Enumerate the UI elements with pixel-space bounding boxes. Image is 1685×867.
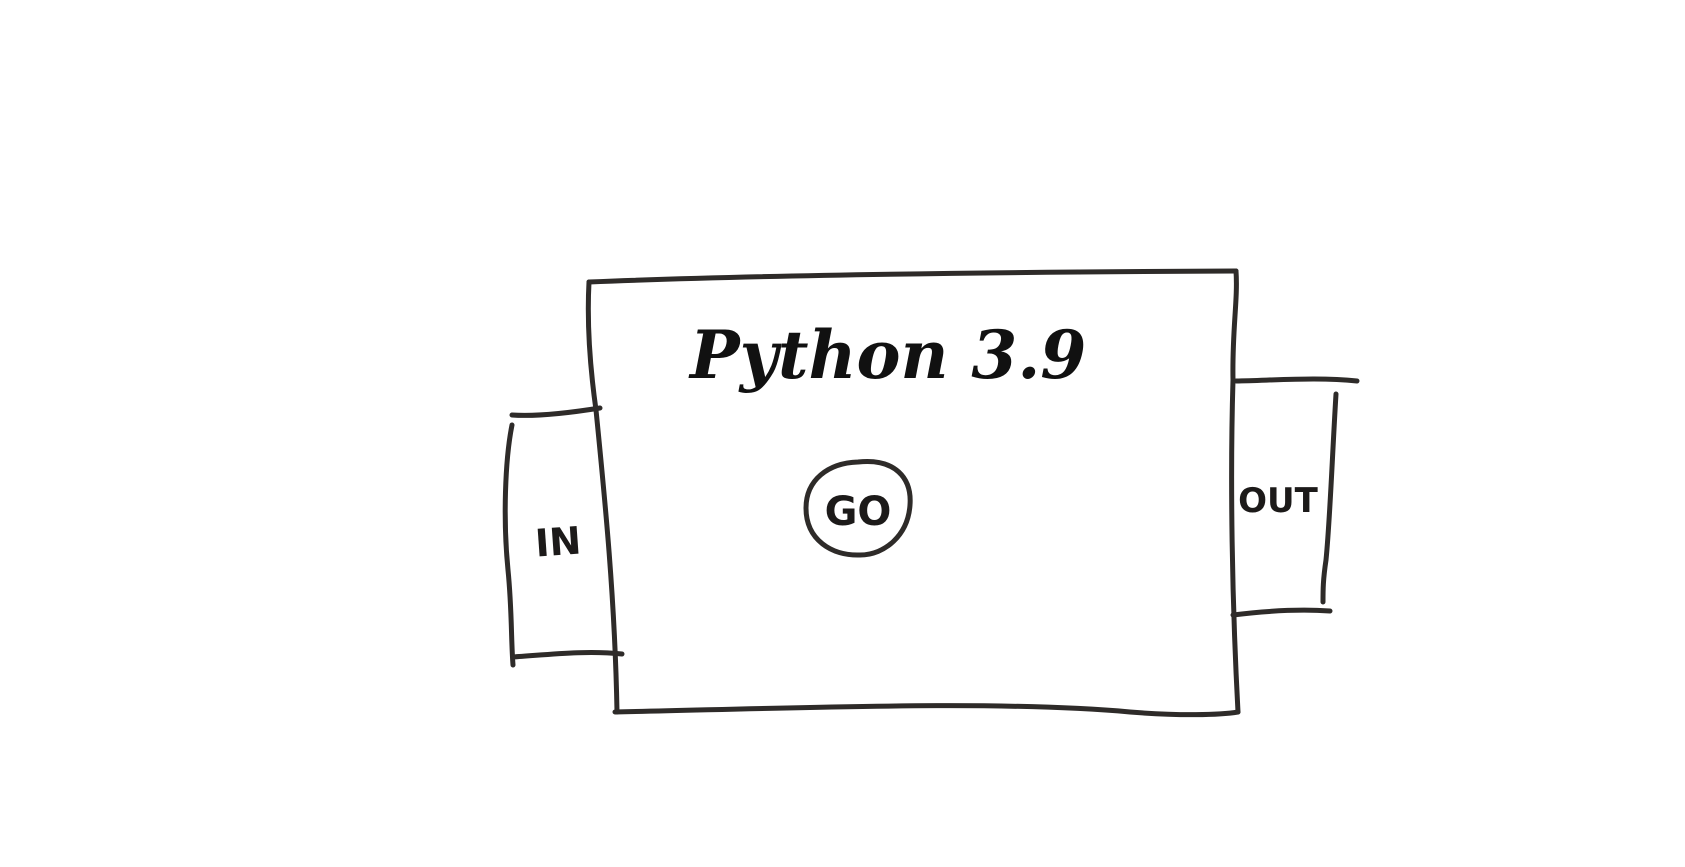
python-box-bottom-edge bbox=[612, 703, 1241, 718]
python-box-right-edge bbox=[1229, 268, 1241, 715]
diagram-title: Python 3.9 bbox=[688, 316, 1086, 394]
output-box-right-edge bbox=[1320, 391, 1339, 605]
go-label: GO bbox=[825, 489, 892, 535]
output-box-bottom-edge bbox=[1230, 607, 1333, 618]
input-label: IN bbox=[534, 518, 583, 565]
output-box-top-edge bbox=[1233, 376, 1360, 384]
go-button[interactable]: GO bbox=[803, 459, 913, 558]
input-box-bottom-edge bbox=[510, 649, 625, 660]
output-label: OUT bbox=[1238, 481, 1319, 521]
input-box bbox=[502, 405, 625, 668]
output-box bbox=[1230, 376, 1360, 618]
python-box-top-edge bbox=[586, 268, 1239, 285]
python-box bbox=[585, 268, 1241, 718]
input-box-top-edge bbox=[509, 405, 603, 418]
go-circle bbox=[803, 459, 913, 558]
input-box-left-edge bbox=[502, 422, 516, 668]
python-box-left-edge bbox=[585, 279, 620, 715]
